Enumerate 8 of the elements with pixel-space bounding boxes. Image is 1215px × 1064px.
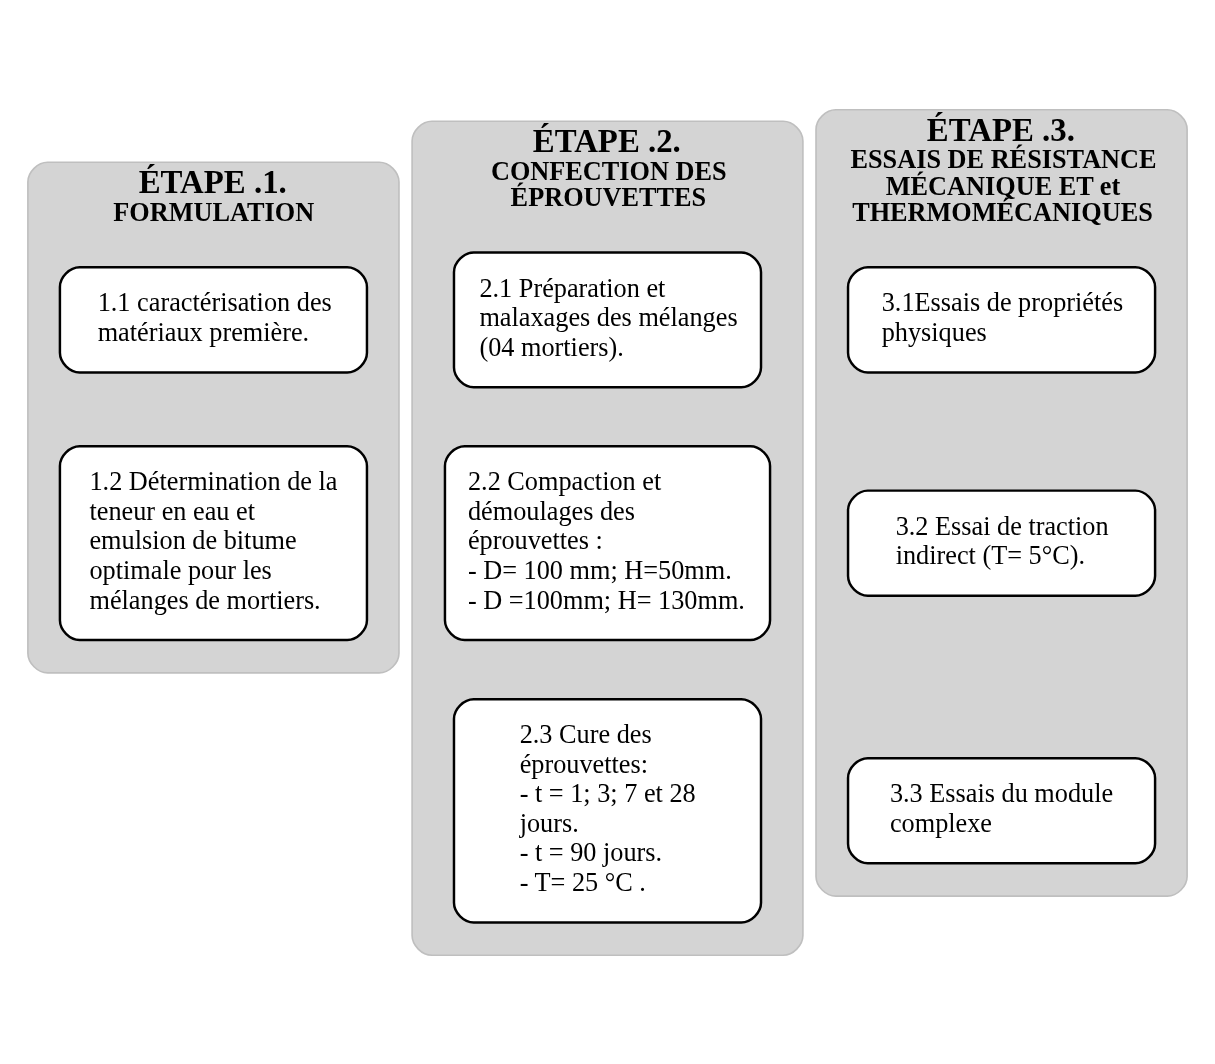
node-box: 2.3 Cure des éprouvettes: - t = 1; 3; 7 et 28 jours. - t = 90 jours. - T= 25 °C . xyxy=(452,697,763,924)
node-box: 3.3 Essais du module complexe xyxy=(846,756,1157,865)
node-box: 3.1Essais de propriétés physiques xyxy=(846,265,1157,374)
node-box: 3.2 Essai de traction indirect (T= 5°C). xyxy=(846,488,1157,597)
node-box: 2.1 Préparation et malaxages des mélanges (04 mortiers). xyxy=(452,250,763,388)
node-box: 1.1 caractérisation des matériaux première. xyxy=(58,265,369,374)
node-box: 1.2 Détermination de la teneur en eau et emulsion de bitume optimale pour les mélanges de mortiers. xyxy=(58,444,369,641)
node-box: 2.2 Compaction et démoulages des éprouvettes : - D= 100 mm; H=50mm. - D =100mm; H= 130mm. xyxy=(443,444,772,641)
